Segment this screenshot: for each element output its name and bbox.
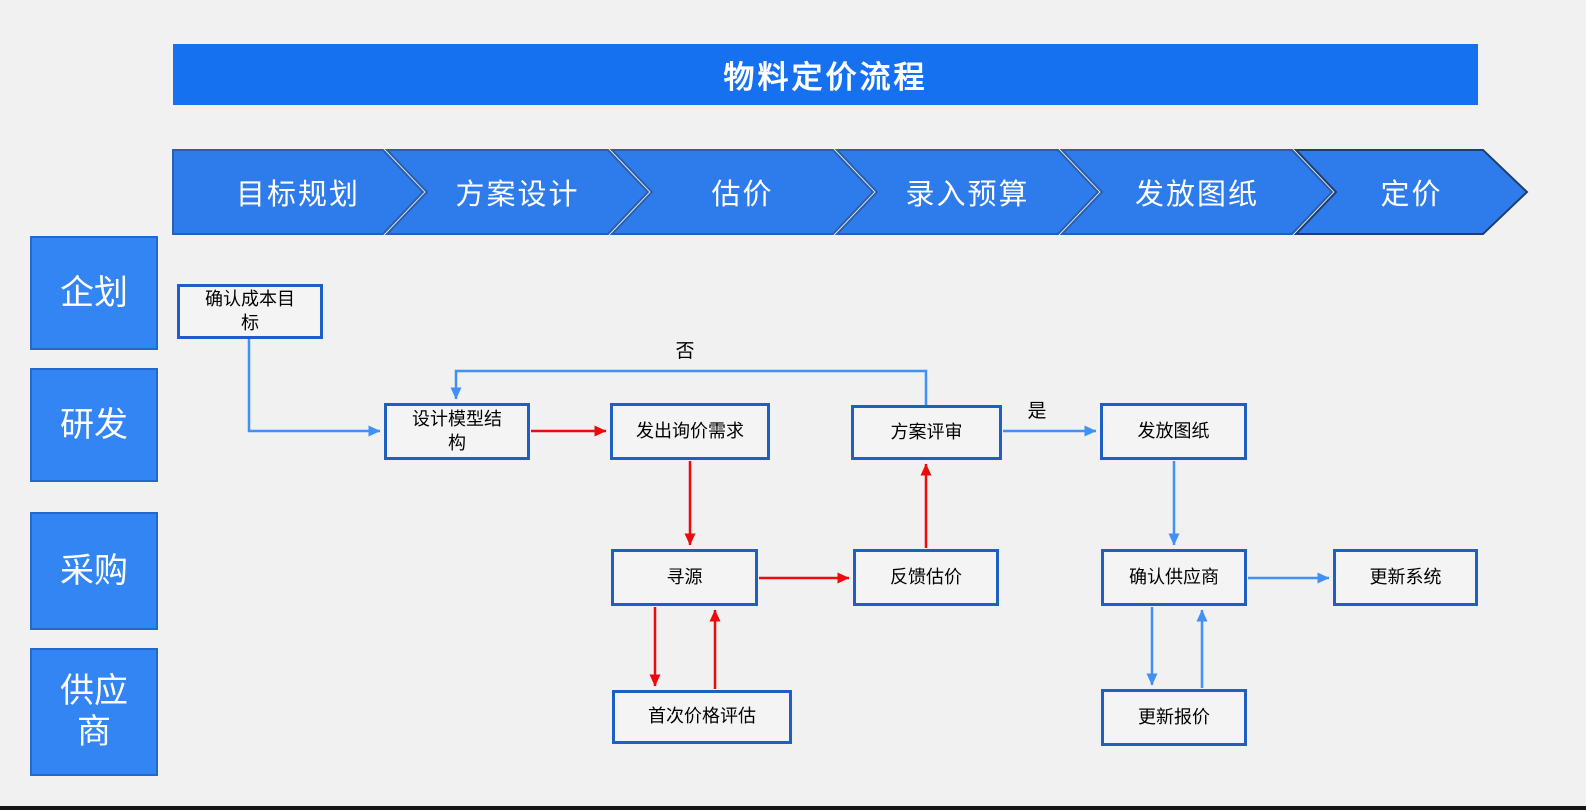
phase-chevron-shape <box>1059 149 1334 235</box>
phase-label-estimation: 估价 <box>711 177 774 211</box>
node-label: 寻源 <box>666 566 703 588</box>
decision-label-no: 否 <box>675 339 695 362</box>
node-label: 首次价格评估 <box>648 706 756 728</box>
page-title-text: 物料定价流程 <box>723 60 928 96</box>
node-issue-drawings: 发放图纸 <box>1100 403 1247 460</box>
node-feedback-estimate: 反馈估价 <box>853 549 999 606</box>
node-confirm-supplier: 确认供应商 <box>1101 549 1247 606</box>
phase-chevron-shape <box>384 149 650 235</box>
phase-label-plan-design: 方案设计 <box>455 177 580 211</box>
node-design-model-structure: 设计模型结构 <box>384 403 530 460</box>
phase-label-goal-planning: 目标规划 <box>235 177 360 211</box>
node-update-quote: 更新报价 <box>1101 689 1247 746</box>
phase-chevron-shape <box>834 149 1100 235</box>
phase-label-pricing: 定价 <box>1380 177 1443 211</box>
arrow-no-loop-plan-review-to-design-model <box>450 369 928 405</box>
arrow-confirm-cost-to-design-model <box>247 339 381 437</box>
node-update-system: 更新系统 <box>1333 549 1478 606</box>
node-label: 发放图纸 <box>1137 420 1210 442</box>
phase-chevron-shape <box>1293 149 1529 235</box>
node-plan-review: 方案评审 <box>851 405 1002 460</box>
lane-label: 企划 <box>60 272 128 313</box>
node-label: 更新报价 <box>1138 706 1210 728</box>
bottom-border-line <box>0 806 1586 810</box>
node-first-price-evaluation: 首次价格评估 <box>612 690 792 744</box>
lane-header-procurement: 采购 <box>30 512 158 630</box>
node-label: 设计模型结构 <box>412 409 502 454</box>
node-sourcing: 寻源 <box>611 549 758 606</box>
lane-header-rnd: 研发 <box>30 368 158 482</box>
lane-header-planning: 企划 <box>30 236 158 350</box>
decision-label-yes: 是 <box>1027 399 1047 422</box>
page-title: 物料定价流程 <box>173 44 1478 105</box>
node-label: 确认成本目标 <box>205 289 295 334</box>
node-label: 方案评审 <box>890 421 963 443</box>
phase-chevron-shape <box>609 149 875 235</box>
phase-label-issue-drawings: 发放图纸 <box>1134 177 1259 211</box>
lane-label: 采购 <box>60 550 128 591</box>
node-send-inquiry-request: 发出询价需求 <box>610 403 770 460</box>
node-label: 反馈估价 <box>890 566 962 588</box>
phase-chevron-band <box>172 149 1529 235</box>
phase-chevron-shape <box>172 149 425 235</box>
lane-label: 研发 <box>60 404 128 445</box>
node-label: 确认供应商 <box>1129 566 1219 588</box>
phase-label-enter-budget: 录入预算 <box>905 177 1030 211</box>
lane-header-supplier: 供应商 <box>30 648 158 776</box>
lane-label: 供应商 <box>60 671 128 752</box>
node-confirm-cost-target: 确认成本目标 <box>177 284 323 339</box>
node-label: 发出询价需求 <box>636 420 744 442</box>
node-label: 更新系统 <box>1369 566 1442 588</box>
